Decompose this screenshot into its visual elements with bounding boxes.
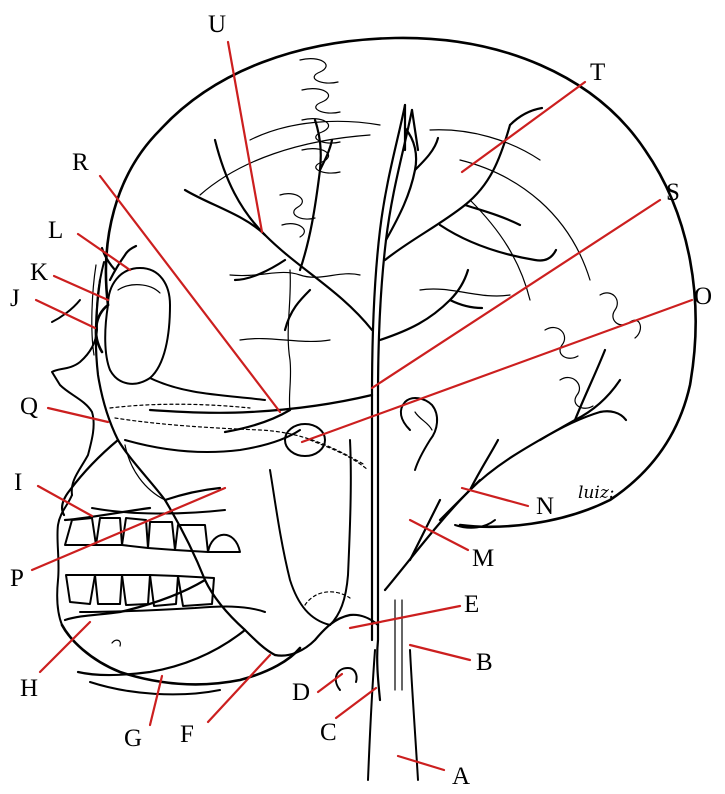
upper-teeth [65, 518, 240, 552]
label-K: K [30, 259, 48, 286]
label-M: M [472, 545, 494, 572]
leader-T [462, 82, 585, 172]
label-U: U [208, 11, 226, 38]
leader-F [208, 655, 270, 722]
skull-outline [52, 38, 696, 780]
label-S: S [666, 179, 680, 206]
leader-N [462, 488, 528, 506]
label-D: D [292, 679, 310, 706]
label-G: G [124, 725, 142, 752]
label-J: J [10, 285, 20, 312]
label-Q: Q [20, 393, 38, 420]
lower-teeth [66, 575, 214, 606]
leader-S [372, 200, 660, 388]
label-R: R [72, 149, 89, 176]
label-L: L [48, 217, 63, 244]
leader-B [410, 645, 470, 660]
leader-R [100, 176, 280, 412]
leader-G [150, 676, 162, 725]
label-H: H [20, 675, 38, 702]
artist-signature: luiz: [578, 483, 615, 503]
label-P: P [10, 565, 24, 592]
leader-C [336, 688, 376, 718]
letter-labels: U T R S L K J O Q I N M P E B H D G F C … [10, 11, 712, 790]
label-T: T [590, 59, 605, 86]
leader-I [38, 486, 92, 516]
label-C: C [320, 719, 337, 746]
label-O: O [694, 283, 712, 310]
label-F: F [180, 721, 194, 748]
leader-Q [48, 408, 108, 422]
label-A: A [452, 763, 470, 790]
leader-A [398, 756, 444, 770]
leader-J [36, 300, 95, 328]
label-E: E [464, 591, 479, 618]
label-I: I [14, 469, 22, 496]
label-B: B [476, 649, 493, 676]
label-N: N [536, 493, 554, 520]
leader-O [302, 300, 692, 442]
